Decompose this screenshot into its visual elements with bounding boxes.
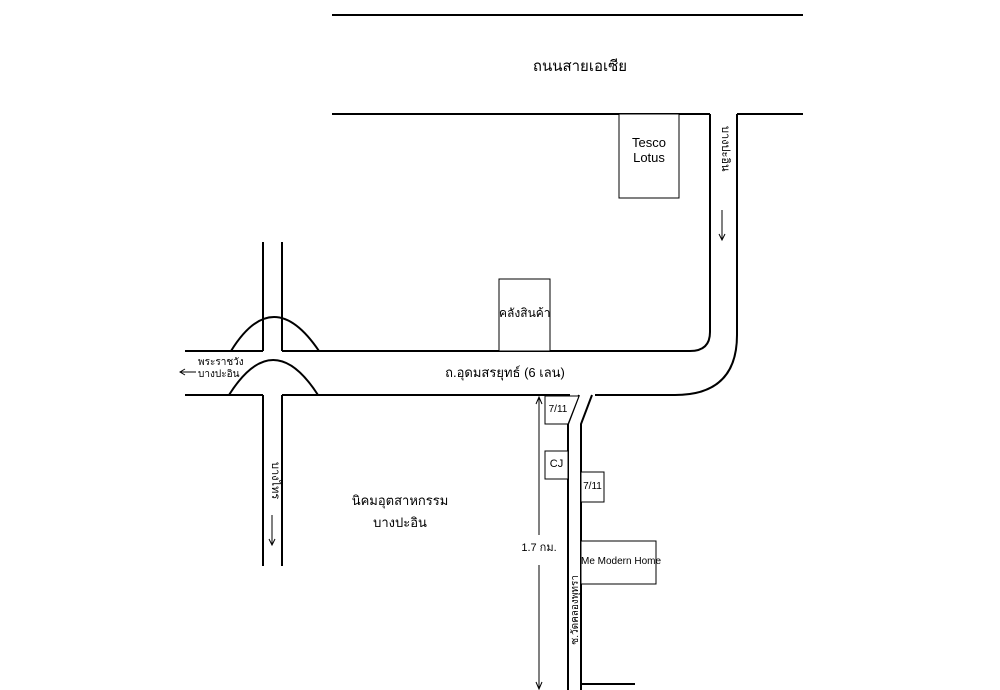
lotus-label: Lotus <box>633 149 665 165</box>
warehouse-building <box>498 278 551 352</box>
industrial-estate-line2: บางปะอิน <box>373 515 427 531</box>
asia-highway-label: ถนนสายเอเซีย <box>532 58 628 75</box>
bang-pa-in-arrowhead <box>718 233 726 242</box>
overpass-arc-south <box>228 359 319 396</box>
industrial-estate-label: นิคมอุตสาหกรรม บางปะอิน <box>340 490 460 534</box>
soi-wat-khlong-phutsa-label: ซ.วัดคลองพุทรา <box>570 575 581 645</box>
me-modern-home-building <box>580 540 657 585</box>
bang-pa-in-road-outer-edge <box>595 114 738 396</box>
warehouse-label: คลังสินค้า <box>499 306 551 320</box>
me-modern-home-label: Me Modern Home <box>581 556 662 567</box>
bang-sai-arrowhead <box>268 538 276 547</box>
palace-label: พระราชวัง <box>198 357 244 368</box>
bang-pa-in-west-label: บางปะอิน <box>198 368 240 380</box>
distance-arrowhead-top <box>535 395 543 405</box>
bang-pa-in-road-inner-edge <box>320 114 711 352</box>
tesco-lotus-label: Tesco Lotus <box>619 135 679 166</box>
tesco-label: Tesco <box>632 135 666 150</box>
industrial-estate-line1: นิคมอุตสาหกรรม <box>351 493 449 508</box>
seven-eleven-2-building <box>580 471 605 503</box>
udomsorayuth-road-label: ถ.อุดมสรยุทธ์ (6 เลน) <box>445 365 565 380</box>
tesco-lotus-building <box>618 113 680 199</box>
west-arrowhead <box>179 368 186 376</box>
seven-eleven-2-label: 7/11 <box>583 481 602 492</box>
cj-label: CJ <box>549 458 564 470</box>
distance-arrowhead-bottom <box>535 681 543 690</box>
seven-eleven-1-label: 7/11 <box>548 404 568 415</box>
cj-building <box>544 450 569 480</box>
distance-label: 1.7 กม. <box>521 542 557 554</box>
seven-eleven-1-building <box>544 395 580 425</box>
overpass-arc-north <box>230 316 320 352</box>
bang-pa-in-road-label: บางปะอิน <box>719 126 731 172</box>
bang-sai-road-label: บางไทร <box>269 462 281 500</box>
west-direction-label: พระราชวัง บางปะอิน <box>198 357 244 380</box>
soi-east-edge <box>580 394 593 690</box>
soi-west-edge <box>567 394 580 690</box>
